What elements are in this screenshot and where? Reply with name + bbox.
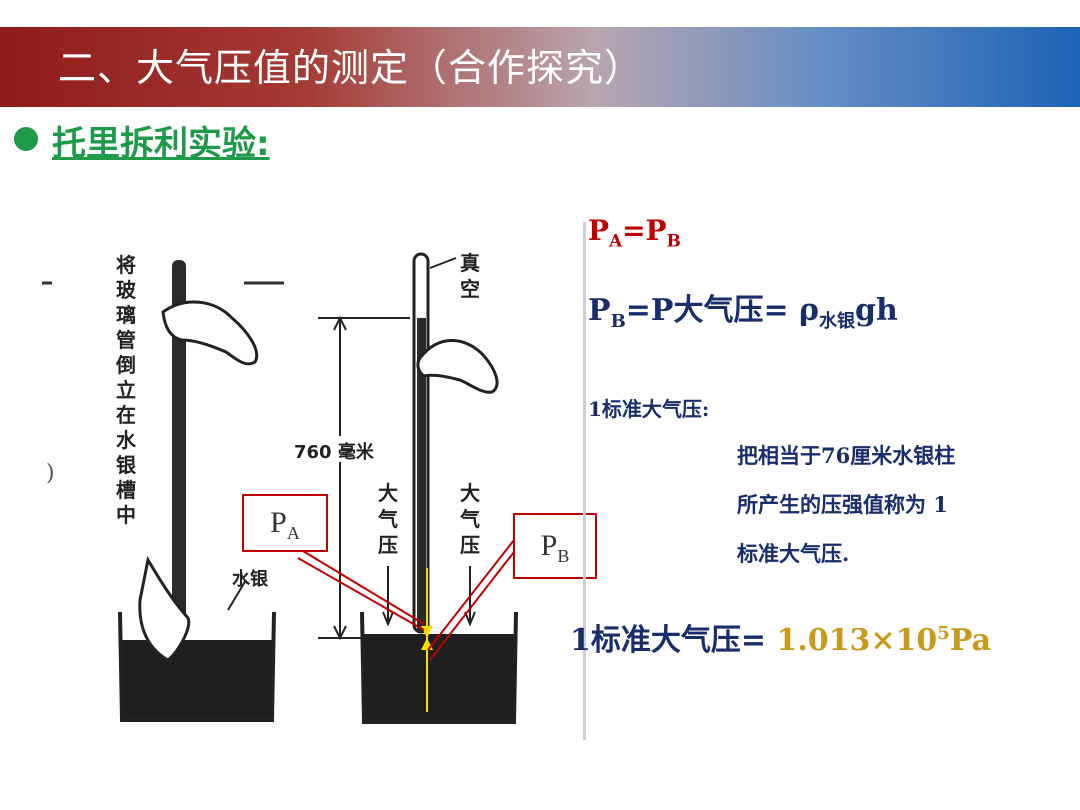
formula-pressure: PB=P大气压= ρ水银gh	[588, 285, 898, 333]
slide-subtitle: 托里拆利实验:	[52, 124, 270, 164]
definition-line: 把相当于76厘米水银柱	[737, 443, 956, 468]
glass-tube-left	[172, 260, 186, 630]
f2-tail: gh	[855, 293, 898, 328]
f2-sub-mercury: 水银	[819, 311, 856, 332]
atm-label-left: 大 气 压	[377, 481, 398, 557]
height-label: 760 毫米	[294, 441, 375, 463]
hand-lower-left	[138, 555, 191, 662]
mercury-pointer	[227, 579, 247, 611]
callout-a-line1	[297, 547, 425, 625]
std-label: 1标准大气压=	[570, 623, 777, 658]
std-value: 1.013×105Pa	[776, 623, 991, 658]
definition-heading: 1标准大气压:	[588, 397, 710, 421]
f2-mid: =P大气压= ρ	[625, 293, 820, 328]
caption-char: 将	[116, 253, 136, 277]
pb-p: P	[540, 529, 558, 562]
atm-char: 大	[460, 481, 480, 505]
definition-line: 所产生的压强值称为 1	[737, 492, 948, 517]
standard-atmosphere: 1标准大气压= 1.013×105Pa	[570, 615, 991, 659]
f2-p: P	[588, 293, 611, 328]
bullet-dot	[14, 127, 38, 151]
mercury-label: 水银	[232, 568, 269, 590]
atm-char: 压	[460, 533, 480, 557]
atm-arrowhead-left	[382, 611, 394, 627]
atm-label-right: 大 气 压	[459, 481, 480, 557]
arrow-head-up	[333, 315, 347, 331]
edge-glyph: )	[46, 461, 55, 486]
mercury-column	[417, 318, 426, 632]
trough-right	[360, 611, 518, 724]
f1-eq: =P	[622, 214, 667, 247]
caption-char: 立	[116, 378, 136, 402]
vacuum-char: 真	[460, 251, 480, 275]
caption-char: 中	[116, 503, 136, 527]
atm-char: 压	[378, 533, 398, 557]
vacuum-pointer	[429, 257, 457, 269]
vacuum-char: 空	[460, 277, 480, 301]
f1-sub-a: A	[609, 230, 623, 251]
f2-sub-b: B	[610, 311, 626, 332]
caption-char: 银	[116, 453, 137, 477]
caption-char: 水	[116, 428, 137, 452]
caption-char: 倒	[115, 353, 136, 377]
callout-box-pa: PA	[242, 494, 328, 552]
pb-sub: B	[557, 546, 570, 566]
callout-b-line2	[429, 551, 515, 661]
callout-b-line1	[427, 539, 515, 651]
std-unit: Pa	[949, 623, 992, 658]
caption-char: 管	[116, 328, 136, 352]
caption-char: 璃	[116, 303, 136, 327]
atm-char: 气	[377, 507, 398, 531]
caption-char: 在	[116, 403, 136, 427]
hand-right	[416, 339, 499, 394]
atm-char: 气	[459, 507, 480, 531]
column-divider	[583, 222, 586, 740]
atm-arrowhead-right	[464, 611, 476, 627]
pa-p: P	[270, 506, 287, 539]
pa-sub: A	[286, 523, 300, 543]
callout-a-line2	[297, 557, 425, 631]
definition-line: 标准大气压.	[737, 541, 850, 566]
caption-char: 玻	[116, 278, 137, 302]
mercury-left	[122, 640, 272, 718]
vacuum-label: 真 空	[460, 251, 480, 301]
std-exp: 5	[937, 623, 950, 644]
atm-char: 大	[378, 481, 398, 505]
hand-upper-left	[161, 300, 259, 366]
arrow-head-down	[333, 625, 347, 641]
std-number: 1.013×10	[776, 623, 938, 658]
f1-sub-b: B	[666, 230, 681, 251]
caption-char: 槽	[116, 478, 136, 502]
left-caption: 将 玻 璃 管 倒 立 在 水 银 槽 中	[115, 253, 137, 527]
f1-p: P	[588, 214, 610, 247]
formula-pa-pb: PA=PB	[588, 214, 681, 251]
trough-left	[118, 611, 276, 722]
mercury-right	[364, 634, 514, 720]
title-bar: 二、大气压值的测定（合作探究）	[0, 27, 1080, 107]
slide-title: 二、大气压值的测定（合作探究）	[58, 46, 644, 90]
